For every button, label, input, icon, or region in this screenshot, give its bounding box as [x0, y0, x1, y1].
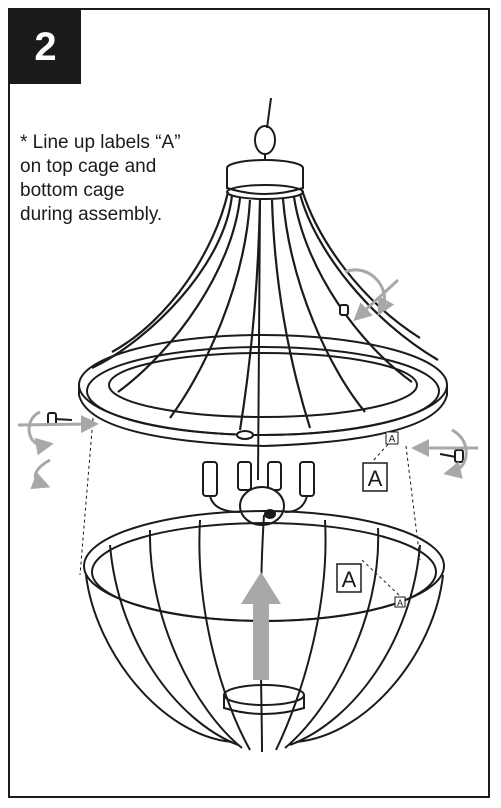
- svg-text:A: A: [368, 466, 383, 491]
- top-cage-arms: [91, 189, 439, 431]
- svg-text:A: A: [342, 567, 357, 592]
- step-number-badge: 2: [10, 10, 81, 84]
- label-a-bottom-large: A: [336, 563, 362, 593]
- instruction-frame: [8, 8, 490, 798]
- canopy: [226, 159, 304, 200]
- thumb-screw-top: [339, 304, 349, 316]
- note-line-1: * Line up labels “A”: [20, 132, 181, 153]
- label-a-bottom-small: A: [394, 596, 406, 608]
- candle-sockets: [202, 199, 315, 526]
- note-line-3: bottom cage: [20, 180, 125, 201]
- assembly-note: * Line up labels “A” on top cage and bot…: [20, 131, 235, 227]
- rotate-arrow-left: [17, 410, 99, 490]
- note-line-4: during assembly.: [20, 204, 163, 225]
- svg-text:A: A: [397, 598, 403, 608]
- top-cage-ring: [78, 334, 448, 448]
- label-a-top-small: A: [385, 431, 399, 445]
- hanging-chain: [254, 97, 276, 163]
- rotate-arrow-top: [344, 268, 400, 322]
- lift-arrow: [241, 572, 281, 680]
- thumb-screw-right: [439, 449, 464, 463]
- note-line-2: on top cage and: [20, 156, 157, 177]
- step-number: 2: [34, 24, 57, 69]
- svg-text:A: A: [389, 434, 396, 445]
- label-a-top-large: A: [362, 462, 388, 492]
- alignment-guides: [79, 417, 421, 597]
- rotate-arrow-right: [411, 428, 478, 479]
